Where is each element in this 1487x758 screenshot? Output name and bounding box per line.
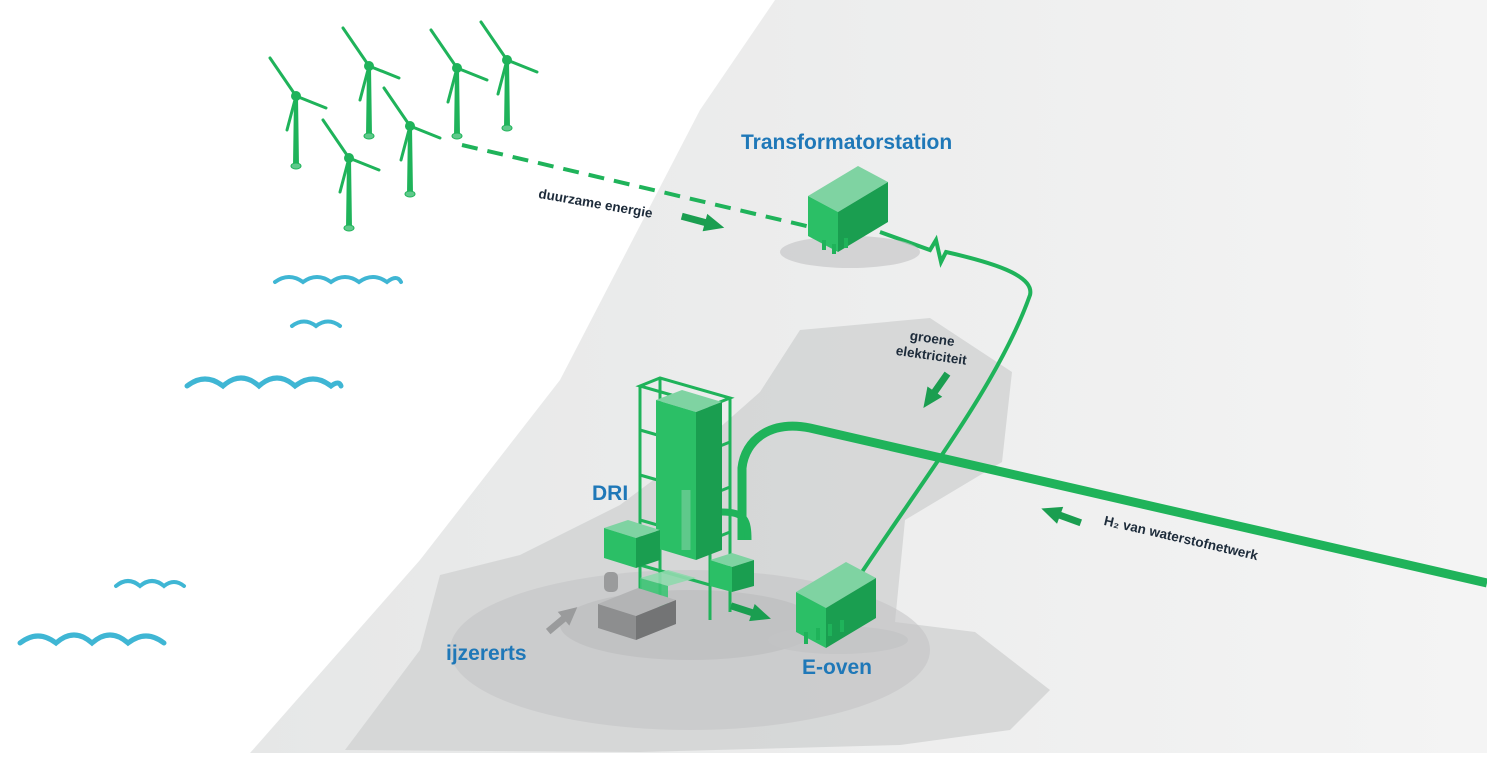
- wind-turbine-icon: [382, 86, 442, 198]
- arrow-icon: [680, 212, 725, 232]
- arrow-icon: [1041, 506, 1082, 527]
- transformer-station: [780, 166, 920, 268]
- wind-turbine-icon: [429, 28, 489, 140]
- iron-ore-block: [598, 572, 676, 640]
- arrow-icon: [923, 371, 951, 409]
- wave-icon: [17, 632, 167, 647]
- green-electricity-line: [858, 230, 1033, 577]
- wave-icon: [290, 319, 342, 329]
- wave-icon: [184, 375, 344, 390]
- hydrogen-pipeline: [737, 421, 1487, 588]
- wind-turbine-icon: [341, 26, 401, 140]
- wind-turbine-icon: [321, 118, 381, 232]
- e-oven-label: E-oven: [802, 656, 873, 679]
- renewable-power-line: [461, 143, 816, 230]
- wave-icon: [114, 579, 186, 589]
- iron-ore-label: ijzererts: [446, 642, 527, 665]
- wind-turbine-icon: [479, 20, 539, 132]
- wind-turbine-icon: [268, 56, 328, 170]
- transformer-label: Transformatorstation: [741, 131, 953, 154]
- arrow-icon: [545, 607, 578, 635]
- dri-label: DRI: [592, 482, 629, 505]
- arrow-icon: [729, 602, 771, 622]
- e-oven: [768, 562, 908, 654]
- wave-icon: [273, 275, 403, 285]
